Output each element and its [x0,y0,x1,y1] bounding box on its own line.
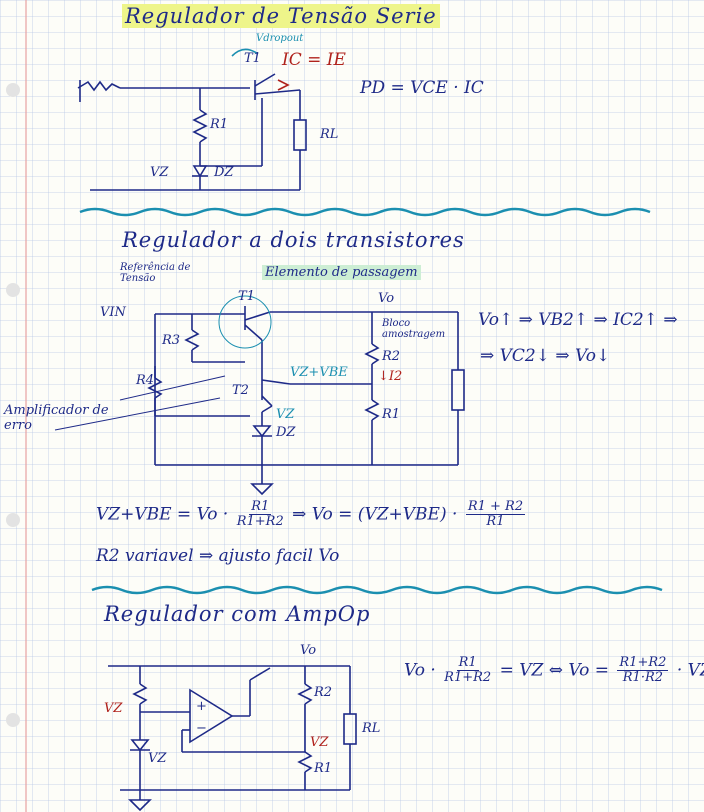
circuit-series-regulator [77,48,307,191]
r2-label: R2 [382,349,401,364]
vo-label-3: Vo [300,643,317,658]
adjust-note: R2 variavel ⇒ ajusto facil Vo [96,546,340,566]
separator-wave-1 [79,207,651,217]
sample-block-label: Bloco amostragem [382,318,446,340]
feedback-chain-1: Vo↑ ⇒ VB2↑ ⇒ IC2↑ ⇒ [478,310,678,330]
vz-label: VZ [150,165,169,180]
dz-label: DZ [214,165,234,180]
opamp-minus: − [196,721,207,736]
t1-label: T1 [244,51,261,66]
error-amp-label: Amplificador de erro [4,403,109,433]
current-equation: IC = IE [282,50,346,70]
section2-title: Regulador a dois transistores [122,228,465,252]
pass-element-label: Elemento de passagem [262,265,421,280]
power-equation: PD = VCE · IC [360,78,484,98]
circuit-opamp-regulator [108,665,357,812]
rl-label-3: RL [362,721,381,736]
r1-label: R1 [210,117,229,132]
vz-red-label-right: VZ [310,735,329,750]
vz-label-2: VZ [276,407,295,422]
t2-transistor-label: T2 [232,383,249,398]
feedback-chain-2: ⇒ VC2↓ ⇒ Vo↓ [480,346,611,366]
rl-label: RL [320,127,339,142]
vin-label: VIN [100,305,126,320]
section1-title: Regulador de Tensão Serie [122,4,440,28]
binder-holes [6,83,20,727]
circuit-two-transistor [54,295,465,496]
vz-label-3: VZ [148,751,167,766]
vz-vbe-label: VZ+VBE [290,365,348,380]
opamp-plus: + [196,699,207,714]
r1-label-2: R1 [382,407,401,422]
i2-label: ↓I2 [378,369,403,384]
vz-red-label-left: VZ [104,701,123,716]
t1-transistor-label: T1 [238,289,255,304]
section3-title: Regulador com AmpOp [104,602,371,626]
r2-label-3: R2 [314,685,333,700]
reference-note: Referência de Tensão [120,262,191,284]
r1-label-3: R1 [314,761,333,776]
vdropout-label: Vdropout [256,33,304,44]
dz-label-2: DZ [276,425,296,440]
separator-wave-2 [91,585,663,595]
vo-label: Vo [378,291,395,306]
r4-label: R4 [136,373,155,388]
r3-label: R3 [162,333,181,348]
